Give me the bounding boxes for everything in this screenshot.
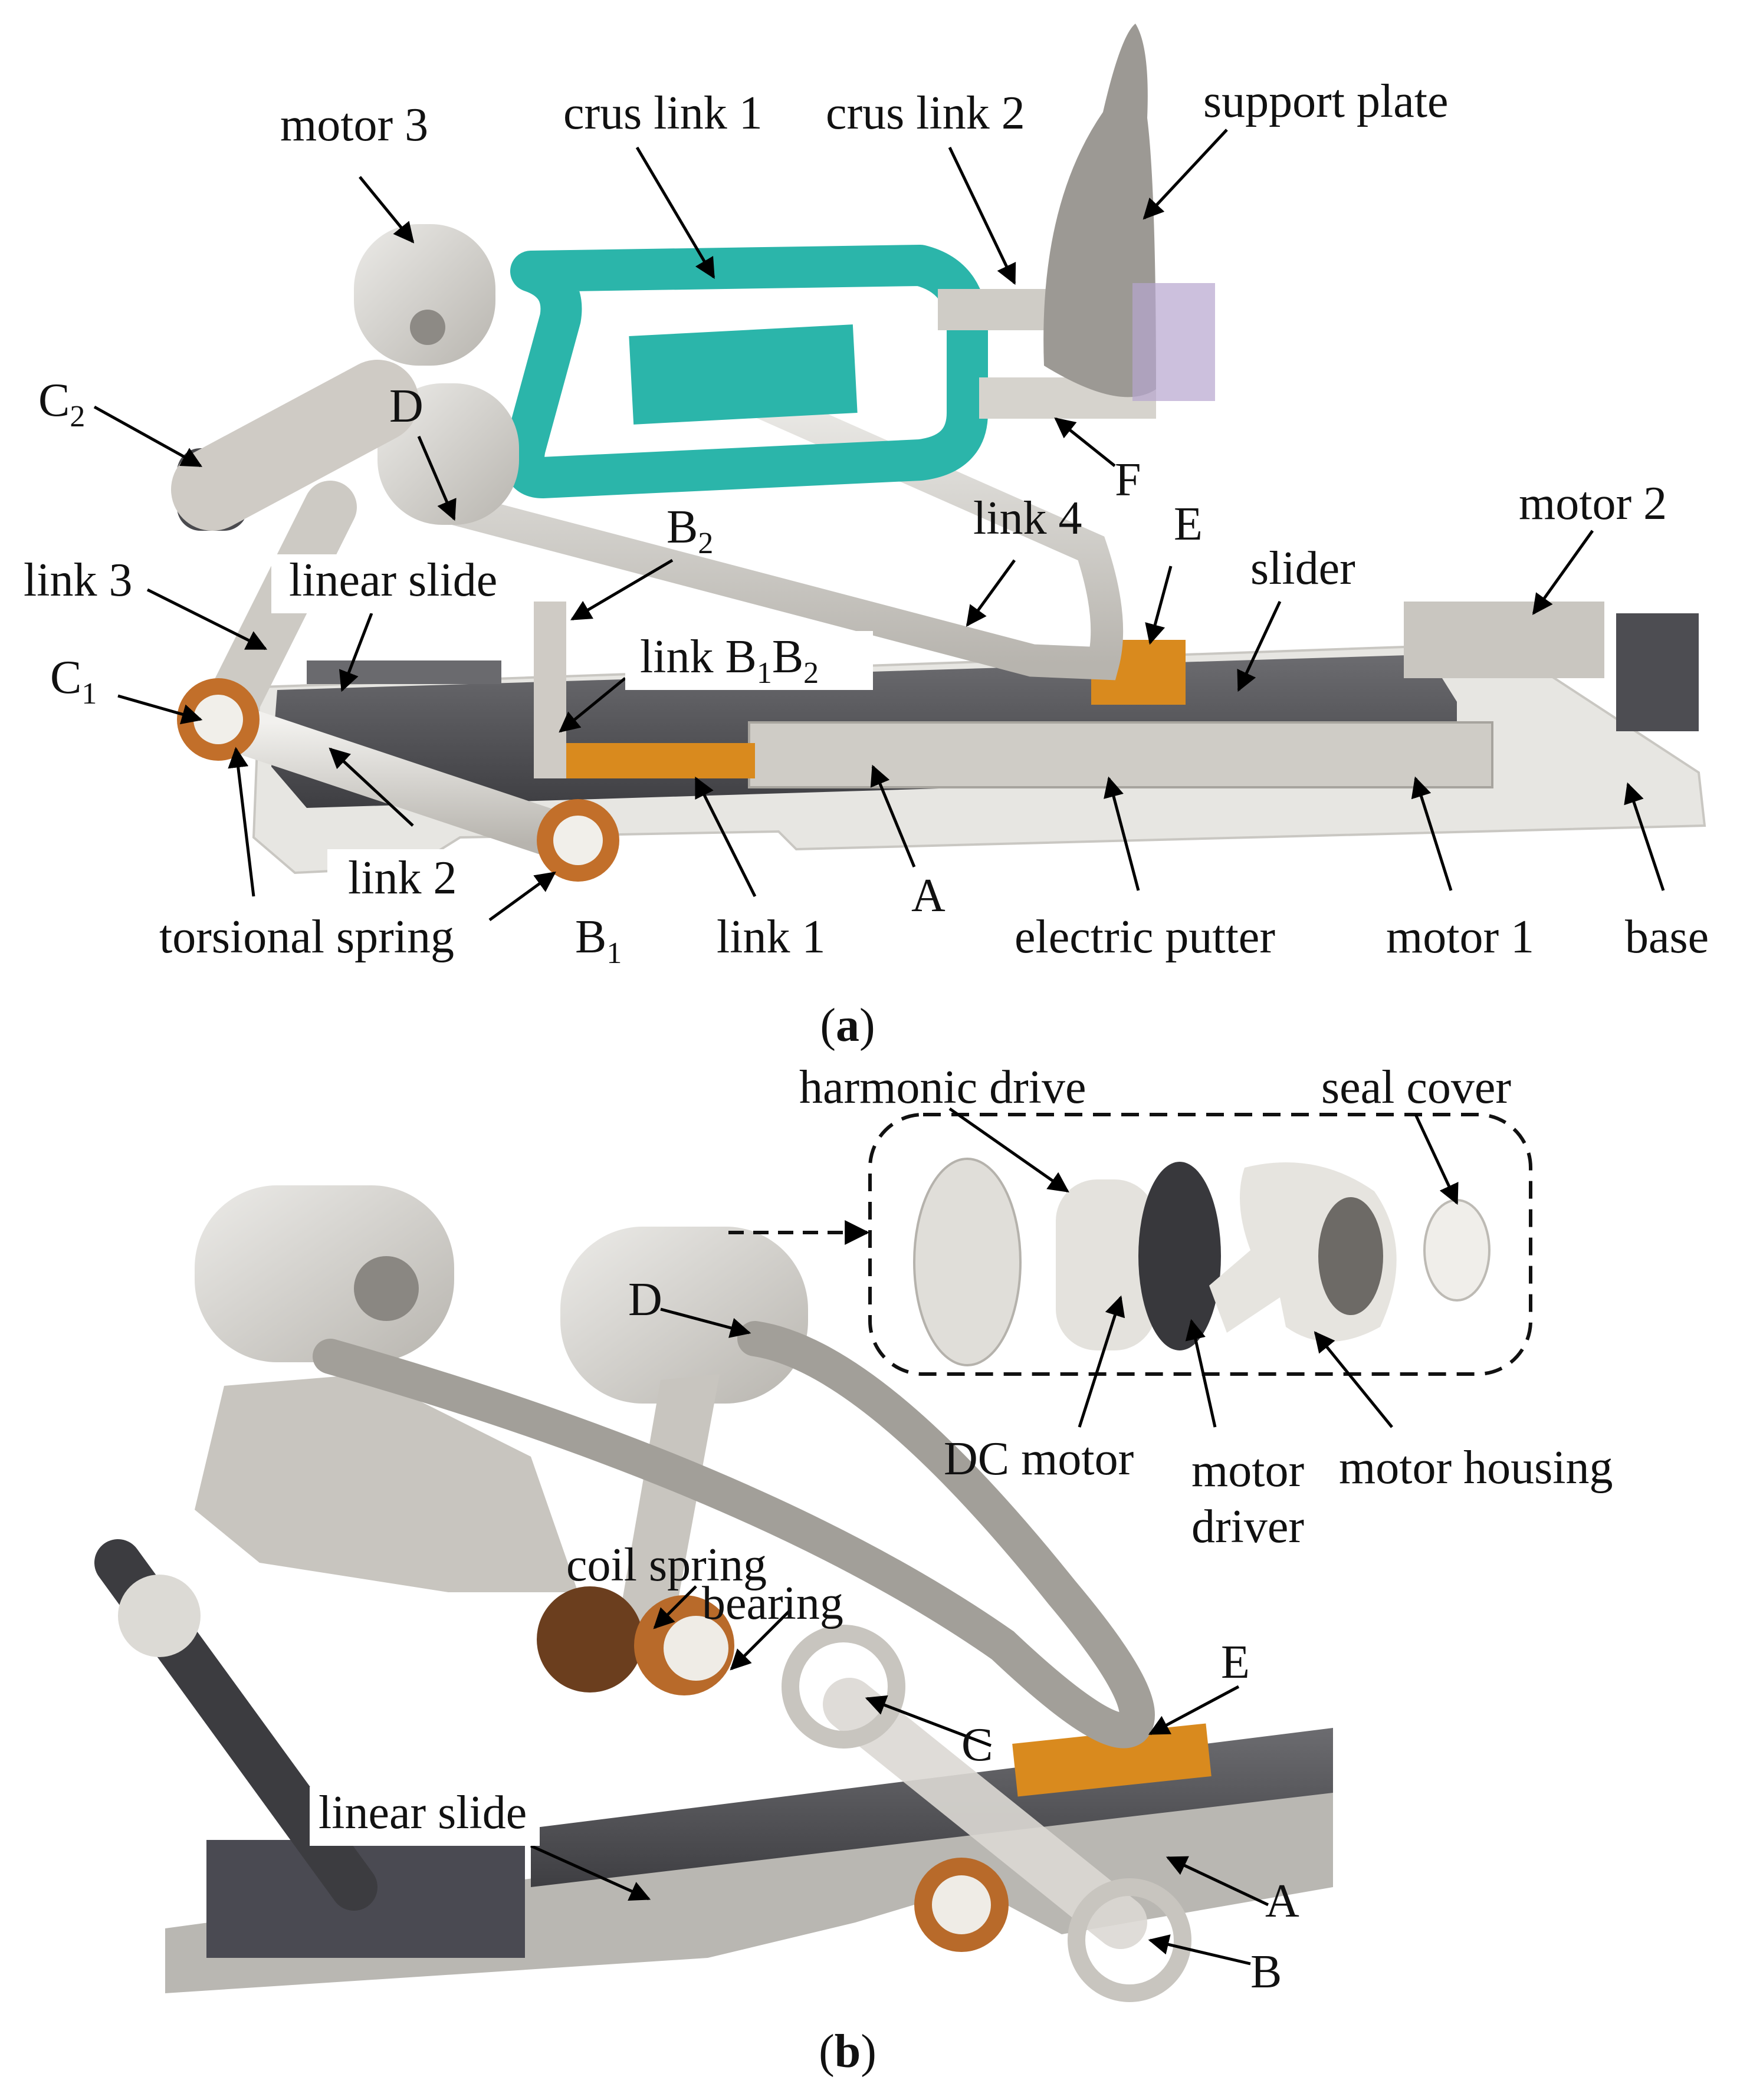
motor3-body bbox=[354, 224, 495, 366]
label-linear-slide-b: linear slide bbox=[319, 1787, 527, 1839]
panel-b-leaders bbox=[530, 1107, 1459, 1966]
link2-tube bbox=[195, 699, 605, 867]
link-bc bbox=[823, 1678, 1147, 1949]
leg-frame-b bbox=[195, 1374, 578, 1592]
label-motor-driver-1: motor bbox=[1191, 1445, 1304, 1497]
panel-a-labels: motor 3 crus link 1 crus link 2 support … bbox=[24, 75, 1709, 970]
coil-assembly bbox=[537, 1586, 643, 1693]
exploded-box bbox=[868, 1113, 1532, 1376]
label-motor3: motor 3 bbox=[280, 99, 428, 151]
crus-pad bbox=[629, 324, 858, 425]
motor-left-b bbox=[195, 1185, 454, 1362]
panel-b-illustration bbox=[94, 1113, 1532, 2002]
label-d: D bbox=[389, 380, 423, 432]
foot-bracket bbox=[1132, 283, 1215, 401]
label-b1: B1 bbox=[575, 911, 622, 970]
panel-a-illustration bbox=[171, 24, 1706, 882]
label-bearing: bearing bbox=[702, 1578, 843, 1629]
motor-driver-part bbox=[1138, 1162, 1221, 1350]
label-harmonic-drive: harmonic drive bbox=[799, 1061, 1086, 1113]
label-motor2: motor 2 bbox=[1519, 478, 1667, 530]
label-a: A bbox=[911, 870, 945, 922]
panel-a-leaders bbox=[93, 129, 1665, 922]
label-c-b: C bbox=[961, 1719, 993, 1771]
label-a-b: A bbox=[1265, 1875, 1299, 1927]
leg-strut-b bbox=[613, 1374, 720, 1663]
label-b2: B2 bbox=[667, 501, 713, 560]
link-b1b2 bbox=[534, 602, 566, 778]
seal-cover-part bbox=[1423, 1199, 1491, 1302]
caption-a: (a) bbox=[820, 1000, 875, 1051]
label-seal-cover: seal cover bbox=[1321, 1061, 1511, 1113]
label-link4: link 4 bbox=[973, 492, 1082, 544]
label-linear-slide-a: linear slide bbox=[289, 554, 497, 606]
label-crus-link-1: crus link 1 bbox=[563, 87, 763, 139]
slider-block-b bbox=[1012, 1723, 1212, 1797]
label-crus-link-2: crus link 2 bbox=[826, 87, 1025, 139]
label-dc-motor: DC motor bbox=[944, 1433, 1134, 1485]
label-motor1: motor 1 bbox=[1386, 911, 1534, 963]
motor2-body bbox=[1404, 602, 1604, 678]
motor-link bbox=[171, 360, 419, 531]
label-link2: link 2 bbox=[348, 852, 457, 904]
label-electric-putter: electric putter bbox=[1015, 911, 1275, 963]
label-link3: link 3 bbox=[24, 554, 132, 606]
tube-d-e bbox=[313, 1321, 1155, 1749]
housing-shell bbox=[913, 1158, 1022, 1366]
label-support-plate: support plate bbox=[1203, 75, 1448, 127]
label-base: base bbox=[1625, 911, 1709, 963]
label-motor-housing: motor housing bbox=[1339, 1442, 1613, 1494]
label-link-b1b2: link B1B2 bbox=[640, 631, 819, 690]
harmonic-drive-part bbox=[1056, 1179, 1156, 1350]
putter-orange bbox=[554, 743, 755, 778]
label-c1: C1 bbox=[50, 652, 97, 711]
support-plate bbox=[1043, 24, 1156, 397]
label-d-b: D bbox=[628, 1274, 662, 1326]
base-end-block bbox=[1616, 613, 1699, 731]
label-e: E bbox=[1174, 498, 1203, 550]
putter-body bbox=[748, 721, 1493, 788]
label-link1: link 1 bbox=[717, 911, 825, 963]
label-slider: slider bbox=[1250, 543, 1355, 594]
label-coil-spring: coil spring bbox=[566, 1539, 767, 1591]
label-e-b: E bbox=[1221, 1636, 1250, 1688]
label-f: F bbox=[1115, 454, 1141, 506]
label-motor-driver-2: driver bbox=[1191, 1501, 1304, 1553]
label-b-b: B bbox=[1250, 1946, 1282, 1998]
link4-tube bbox=[432, 349, 1124, 681]
label-torsional-spring: torsional spring bbox=[159, 911, 454, 963]
caption-b: (b) bbox=[819, 2026, 876, 2078]
panel-b-labels: harmonic drive seal cover D DC motor mot… bbox=[310, 1061, 1613, 1998]
linear-slide-spring bbox=[307, 660, 501, 684]
label-c2: C2 bbox=[38, 374, 85, 433]
